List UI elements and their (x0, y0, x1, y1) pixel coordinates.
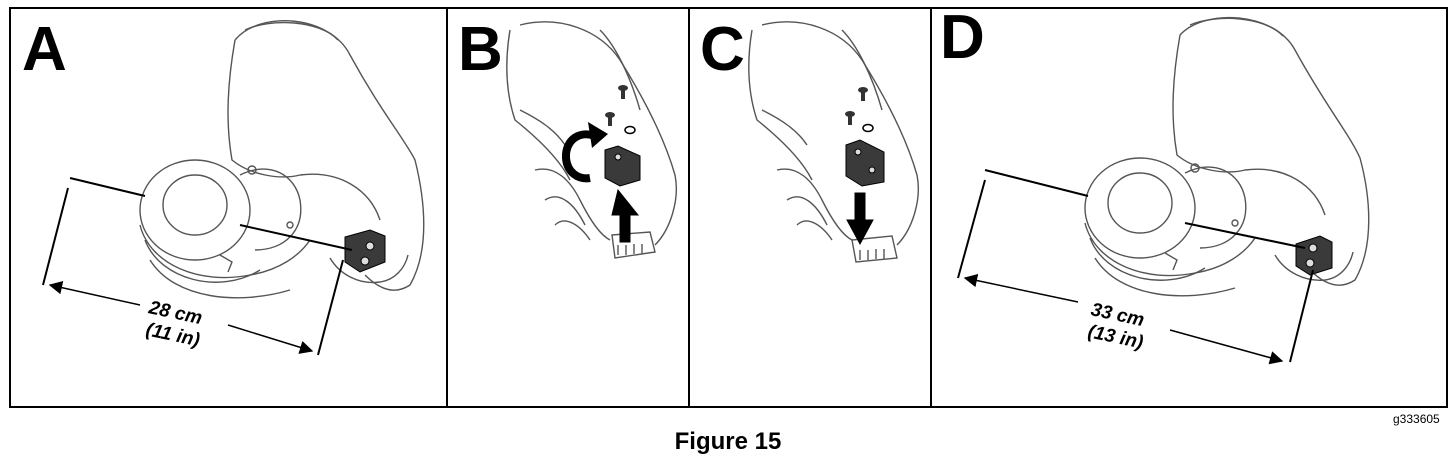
rotate-arrow-head (588, 122, 608, 148)
measurement-line (239, 224, 353, 251)
down-arrow-icon (846, 192, 874, 246)
figure-id: g333605 (1393, 412, 1440, 426)
dimension-extension-line (317, 259, 344, 356)
dimension-extension-line (984, 169, 1089, 197)
panel-b: B (458, 15, 677, 259)
screw-icon (858, 87, 868, 101)
deflector-bracket (845, 139, 885, 187)
dimension-extension-line (957, 179, 986, 279)
panel-a: A (22, 15, 425, 356)
shield-closeup-illustration (506, 21, 677, 259)
figure-frame (9, 7, 1448, 408)
screw-icon (605, 112, 615, 126)
panel-letter-b: B (458, 15, 503, 84)
panel-c: C (700, 15, 919, 263)
trimmer-head-illustration (1084, 17, 1370, 297)
dimension-arrow (227, 324, 314, 354)
screw-icon (618, 85, 628, 99)
dimension-arrow (963, 273, 1079, 303)
measurement-line (1184, 222, 1306, 249)
dimension-extension-line (1289, 269, 1314, 363)
panel-letter-c: C (700, 15, 745, 84)
rotate-arrow-icon (562, 130, 602, 183)
deflector-bracket (344, 229, 386, 273)
screw-icon (845, 111, 855, 125)
trimmer-head-illustration (139, 20, 425, 299)
dimension-arrow (48, 281, 141, 306)
deflector-bracket (1295, 235, 1333, 276)
panel-letter-a: A (22, 15, 67, 84)
up-arrow-icon (611, 188, 640, 243)
deflector-bracket (604, 145, 641, 187)
dimension-extension-line (42, 187, 69, 286)
panel-letter-d: D (940, 3, 985, 72)
panel-d: D 33 cm (13 in) (940, 3, 1370, 365)
dimension-extension-line (69, 177, 146, 197)
dimension-arrow (1169, 329, 1284, 365)
washer-icon (862, 123, 874, 133)
washer-icon (624, 125, 636, 135)
shield-closeup-illustration (748, 21, 919, 263)
figure-caption: Figure 15 (674, 428, 782, 455)
